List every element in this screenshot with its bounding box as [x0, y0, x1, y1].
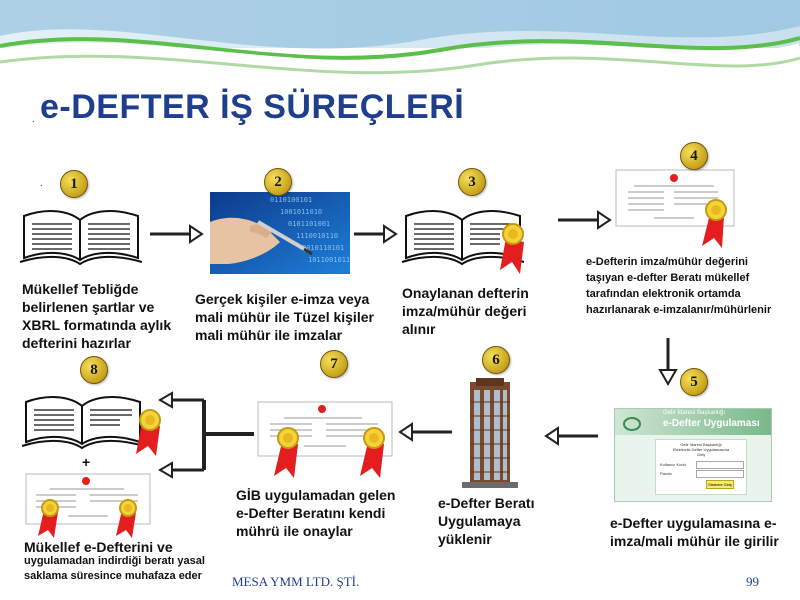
app-field2-label: Parola — [660, 471, 672, 476]
step1-badge: 1 — [60, 170, 88, 198]
app-login-button[interactable]: Sisteme Giriş — [706, 480, 734, 489]
step5-app-login-screen: Gelir İdaresi Başkanlığı e-Defter Uygula… — [614, 408, 772, 502]
step3-text: Onaylanan defterin imza/mühür değeri alı… — [402, 285, 529, 337]
arrow-right-3 — [558, 210, 612, 230]
step7-badge: 7 — [320, 350, 348, 378]
svg-text:0010110101: 0010110101 — [302, 244, 344, 252]
step8-text-small: uygulamadan indirdiği beratı yasal sakla… — [24, 555, 205, 582]
step2-badge: 2 — [264, 168, 292, 196]
footer-company: MESA YMM LTD. ŞTİ. — [232, 574, 360, 589]
arrow-left-5 — [544, 426, 598, 446]
step2-text: Gerçek kişiler e-imza veya mali mühür il… — [195, 291, 374, 343]
step2-esign-image: 0110100101 1001011010 0101101001 111001011… — [210, 192, 350, 274]
arrow-right-2 — [354, 224, 398, 244]
step7-approved-berat-image — [256, 398, 396, 478]
gib-logo-icon — [623, 417, 641, 431]
step3-sealed-book-image — [400, 198, 550, 278]
step7-text: GİB uygulamadan gelen e-Defter Beratını … — [236, 487, 396, 539]
footer-page-number: 99 — [746, 574, 759, 589]
svg-text:0110100101: 0110100101 — [270, 196, 312, 204]
step5-badge: 5 — [680, 368, 708, 396]
bracket-arrows-7-8 — [158, 391, 254, 479]
plus-sign: + — [82, 454, 91, 470]
header-wave-decoration — [0, 0, 800, 75]
svg-text:1110010110: 1110010110 — [296, 232, 338, 240]
step1-text: Mükellef Tebliğde belirlenen şartlar ve … — [22, 281, 172, 351]
step5-text: e-Defter uygulamasına e-imza/mali mühür … — [610, 515, 779, 549]
step6-text: e-Defter Beratı Uygulamaya yüklenir — [438, 495, 535, 547]
step8-berat-document-image — [24, 472, 154, 538]
step1-book-image — [16, 198, 146, 270]
app-field2-input[interactable] — [696, 470, 744, 478]
step8-sealed-book-image — [20, 388, 170, 456]
step8-text-bold: Mükellef e-Defterini ve — [24, 539, 173, 555]
step4-text: e-Defterin imza/mühür değerini taşıyan e… — [586, 256, 772, 316]
svg-text:0101101001: 0101101001 — [288, 220, 330, 228]
arrow-down-4 — [658, 338, 678, 386]
app-field1-label: Kullanıcı Kodu — [660, 462, 686, 467]
step3-badge: 3 — [458, 168, 486, 196]
page-title: e-DEFTER İŞ SÜREÇLERİ — [40, 88, 465, 126]
app-brand: Gelir İdaresi Başkanlığı — [663, 410, 726, 416]
app-heading1: Gelir İdaresi Başkanlığı — [680, 442, 722, 447]
svg-text:1001011010: 1001011010 — [280, 208, 322, 216]
arrow-right-1 — [150, 224, 204, 244]
app-field1-input[interactable] — [696, 461, 744, 469]
app-heading3: Giriş — [696, 452, 706, 457]
step4-berat-document-image — [614, 168, 744, 248]
step6-gib-building-image — [462, 378, 518, 488]
app-title: e-Defter Uygulaması — [663, 418, 760, 429]
svg-text:1011001011: 1011001011 — [308, 256, 350, 264]
step6-badge: 6 — [482, 346, 510, 374]
arrow-left-6 — [398, 422, 452, 442]
title-prefix-dot: . — [32, 114, 35, 125]
step4-badge: 4 — [680, 142, 708, 170]
bullet-dot: . — [40, 178, 43, 189]
step8-badge: 8 — [80, 356, 108, 384]
app-heading2: Elektronik Defter Uygulamasına — [672, 447, 730, 452]
